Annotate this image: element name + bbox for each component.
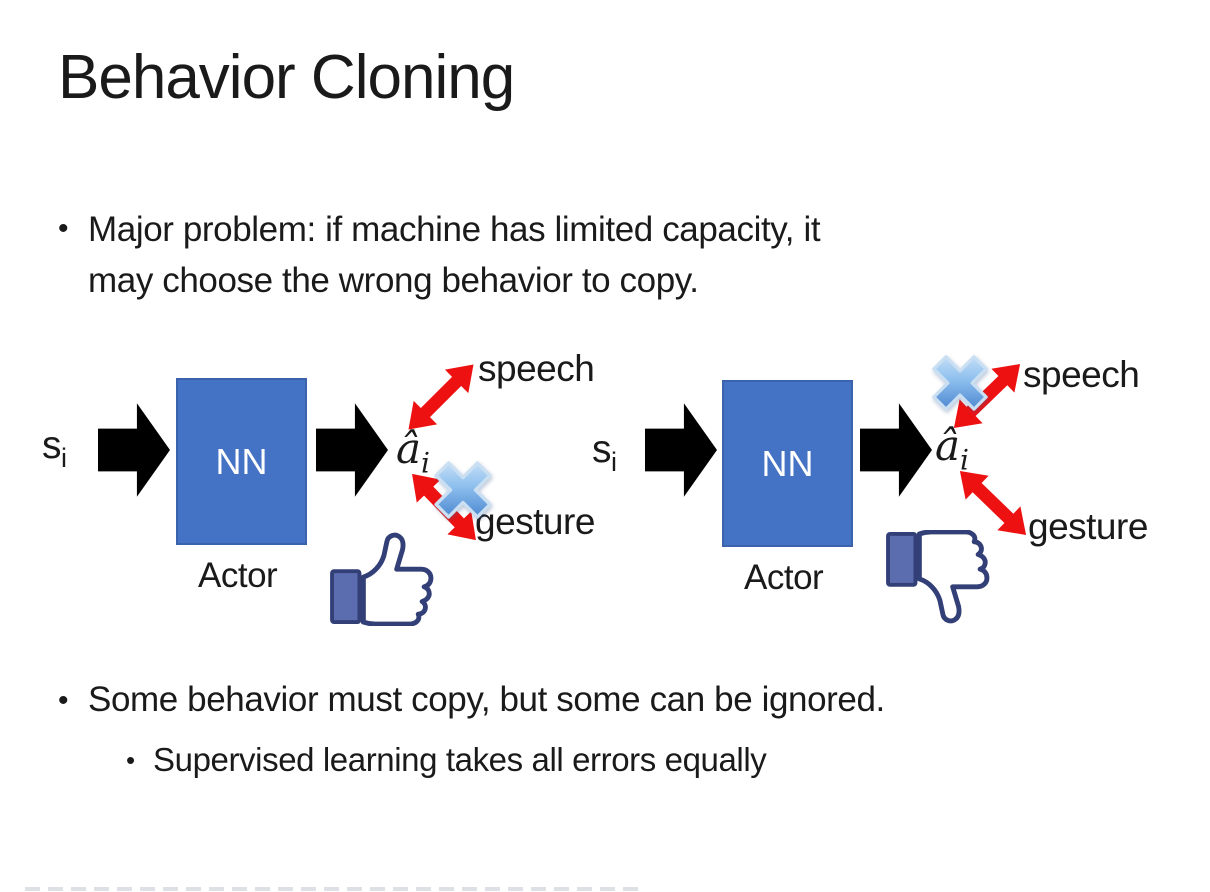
bullet-supervised-learning-text: Supervised learning takes all errors equ… [153, 741, 767, 778]
right-output-action-label: âi [935, 421, 970, 477]
bullet-marker: • [126, 745, 135, 775]
right-blue-cross-icon [927, 350, 993, 416]
bullet-major-problem: • Major problem: if machine has limited … [58, 204, 821, 306]
bullet-marker: • [58, 684, 69, 717]
bullet-some-behavior: • Some behavior must copy, but some can … [58, 676, 885, 726]
right-actor-label: Actor [744, 558, 824, 597]
left-speech-double-arrow-icon [396, 352, 486, 442]
left-output-arrow-icon [316, 403, 388, 497]
left-nn-box: NN [176, 378, 307, 545]
left-input-arrow-icon [98, 403, 170, 497]
left-input-state-label: si [42, 424, 67, 473]
right-speech-label: speech [1023, 354, 1140, 395]
thumbs-down-icon [878, 530, 996, 624]
bullet-some-behavior-text: Some behavior must copy, but some can be… [88, 680, 885, 719]
left-blue-cross-icon [429, 456, 497, 524]
page-title: Behavior Cloning [58, 43, 515, 112]
bullet-supervised-learning: • Supervised learning takes all errors e… [126, 737, 767, 783]
right-nn-box: NN [722, 380, 853, 547]
cropped-text-artifact [25, 887, 643, 891]
bullet-marker: • [58, 212, 69, 245]
right-output-arrow-icon [860, 403, 932, 497]
right-input-arrow-icon [645, 403, 717, 497]
left-nn-label: NN [215, 440, 268, 482]
right-nn-label: NN [761, 442, 814, 484]
right-input-state-label: si [592, 428, 617, 477]
bullet-major-problem-text: Major problem: if machine has limited ca… [88, 210, 821, 300]
thumbs-up-icon [322, 532, 440, 626]
left-gesture-label: gesture [475, 501, 595, 542]
left-output-action-label: âi [396, 424, 431, 480]
left-actor-label: Actor [198, 556, 278, 595]
right-gesture-label: gesture [1028, 506, 1148, 547]
left-speech-label: speech [478, 348, 595, 389]
